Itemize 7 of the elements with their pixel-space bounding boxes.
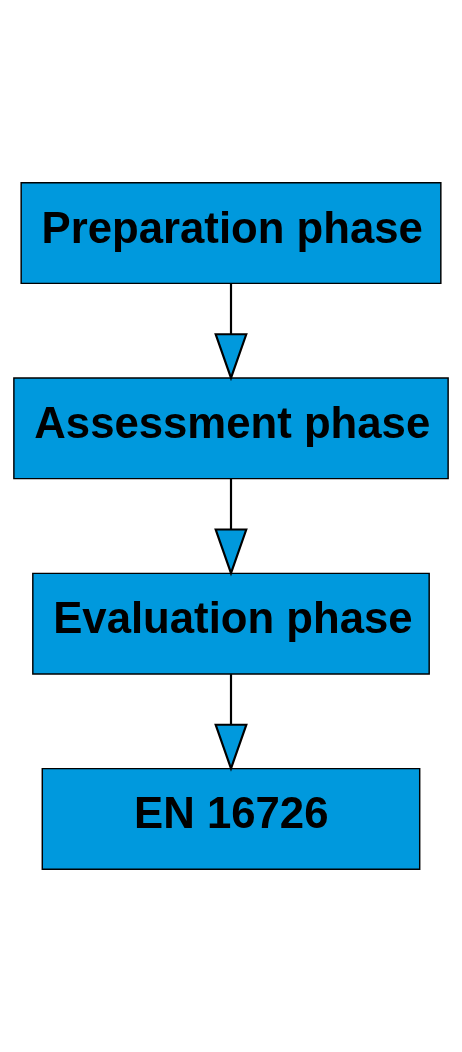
arrow xyxy=(214,478,248,577)
node-box: Evaluation phase xyxy=(32,572,430,675)
node-box: Assessment phase xyxy=(13,377,449,480)
arrow xyxy=(214,283,248,382)
node-box: EN 16726 xyxy=(41,767,421,870)
arrow xyxy=(214,674,248,772)
node-box: Preparation phase xyxy=(20,182,442,285)
